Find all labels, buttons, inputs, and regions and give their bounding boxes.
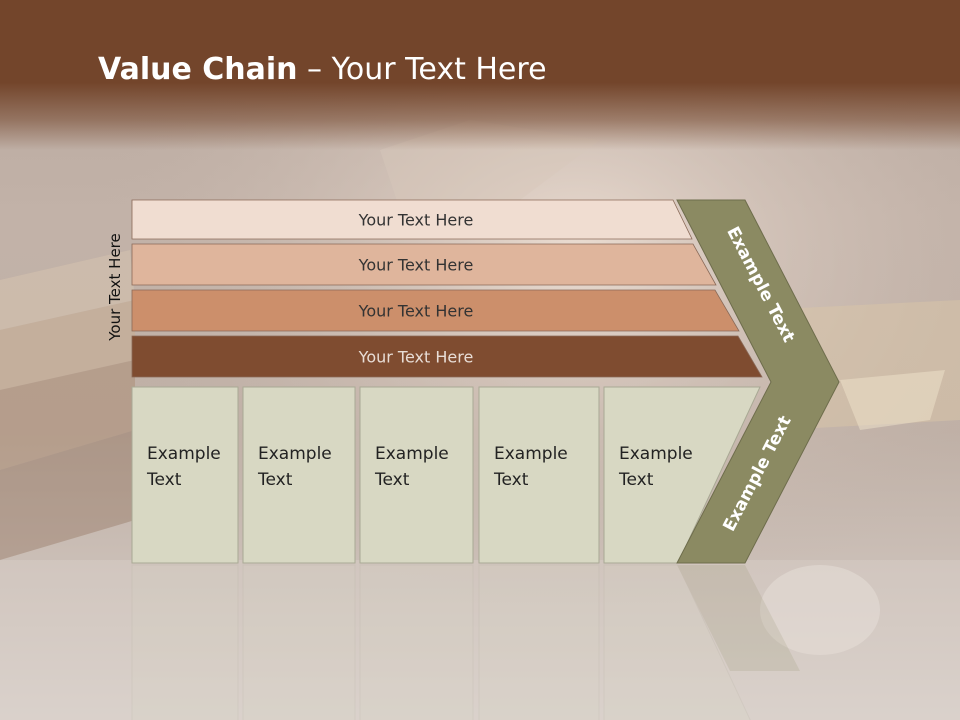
title-bold: Value Chain [98,52,298,87]
slide-title: Value Chain – Your Text Here [98,52,547,87]
column-4-line1: Example [494,444,568,464]
bar-2 [131,243,717,286]
bar-3 [131,289,740,332]
chevron-arrow [676,199,840,564]
column-4-reflection [478,564,600,720]
column-5-line2: Text [618,470,654,490]
bar-3-label: Your Text Here [358,302,474,321]
bar-2-label: Your Text Here [358,256,474,275]
column-1-line1: Example [147,444,221,464]
bar-4-label: Your Text Here [358,348,474,367]
column-1-line2: Text [146,470,182,490]
bar-1 [131,199,693,240]
column-1 [131,386,239,564]
column-3 [359,386,474,564]
title-band [0,0,960,150]
bar-1-label: Your Text Here [358,211,474,230]
column-2-line1: Example [258,444,332,464]
title-rest: – Your Text Here [297,52,547,87]
column-5-line1: Example [619,444,693,464]
bar-4 [131,335,763,378]
column-2-line2: Text [257,470,293,490]
column-1-reflection [131,564,239,720]
column-2 [242,386,356,564]
column-2-reflection [242,564,356,720]
column-3-line1: Example [375,444,449,464]
column-4 [478,386,600,564]
diagram-reflection [131,564,800,720]
column-5-reflection [603,564,751,720]
column-3-reflection [359,564,474,720]
chevron-reflection [677,565,800,671]
column-3-line2: Text [374,470,410,490]
column-4-line2: Text [493,470,529,490]
